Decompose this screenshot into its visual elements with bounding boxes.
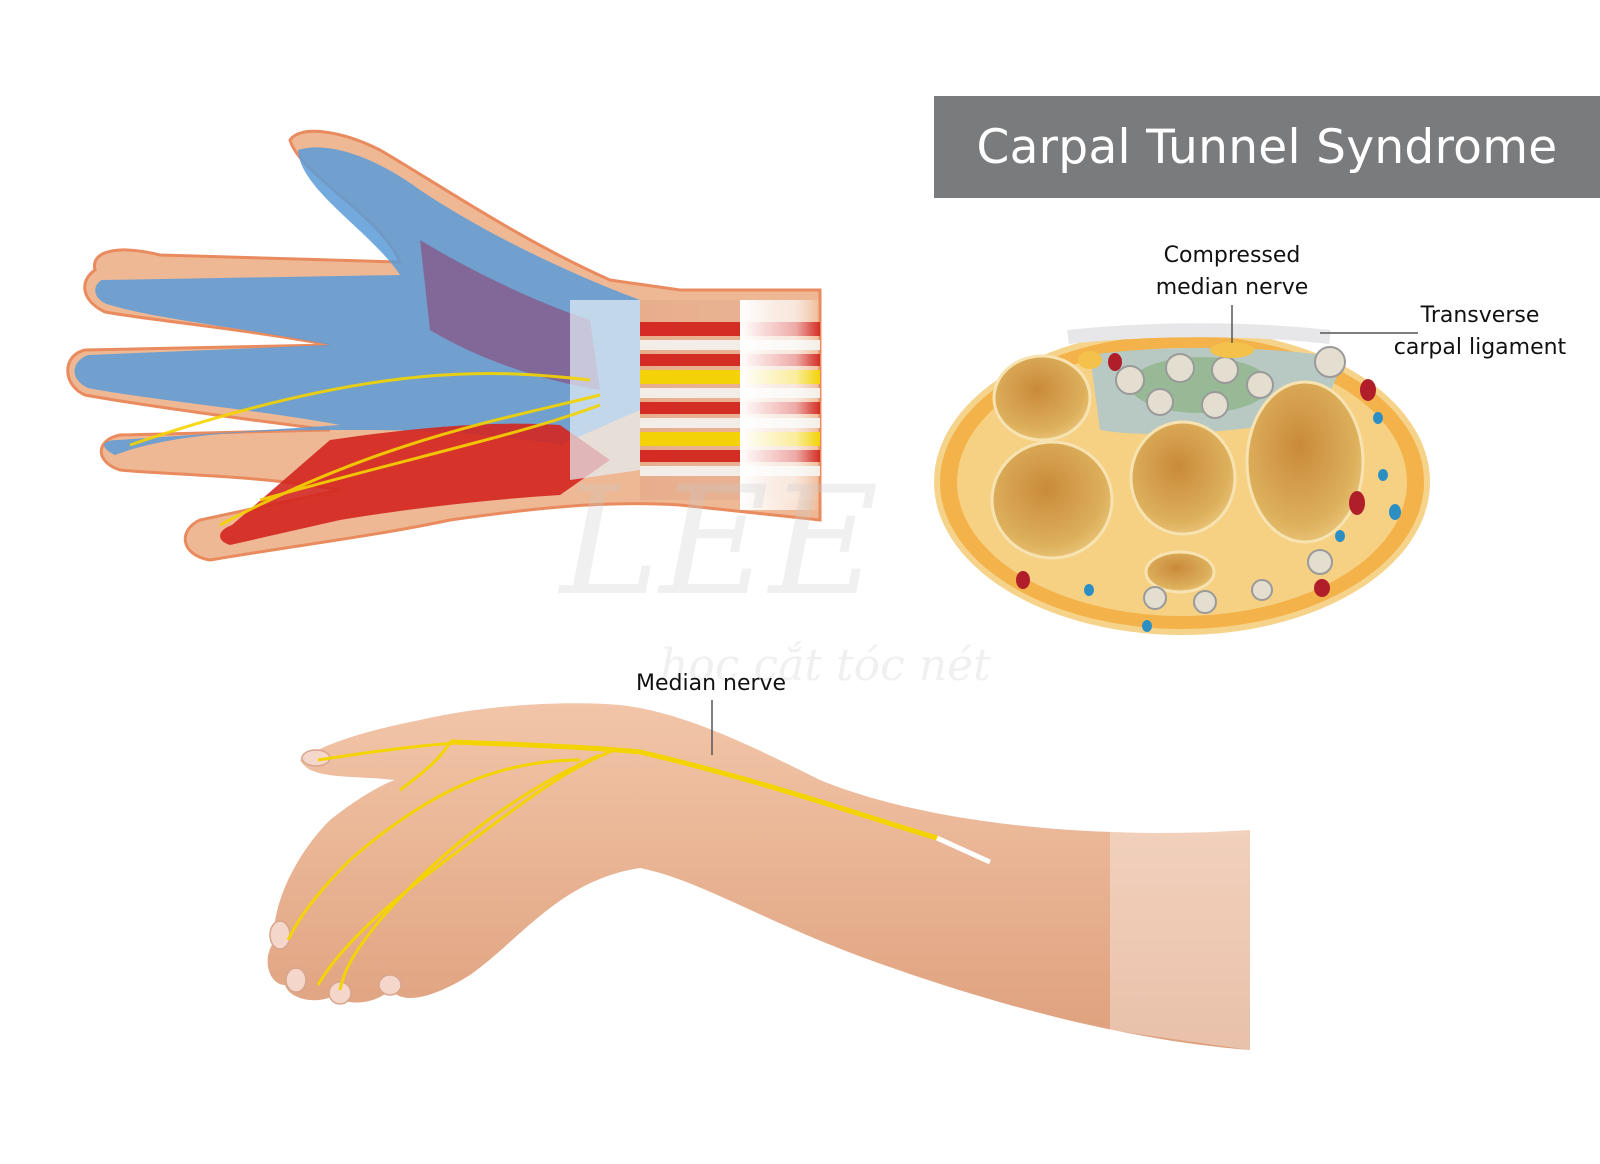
title-banner: Carpal Tunnel Syndrome (934, 96, 1600, 198)
label-compressed-median-nerve: Compressed median nerve (1132, 240, 1332, 304)
wrist-cross-section (934, 305, 1430, 635)
label-transverse-carpal-ligament: Transverse carpal ligament (1380, 300, 1580, 364)
label-transverse-line2: carpal ligament (1393, 335, 1567, 360)
label-compressed-line1: Compressed (1163, 243, 1301, 268)
label-median-nerve: Median nerve (636, 671, 787, 696)
label-compressed-line2: median nerve (1155, 275, 1309, 300)
forearm-illustration (267, 700, 1250, 1050)
page-title: Carpal Tunnel Syndrome (976, 119, 1558, 175)
label-transverse-line1: Transverse (1420, 303, 1540, 328)
dissected-hand (66, 129, 822, 562)
